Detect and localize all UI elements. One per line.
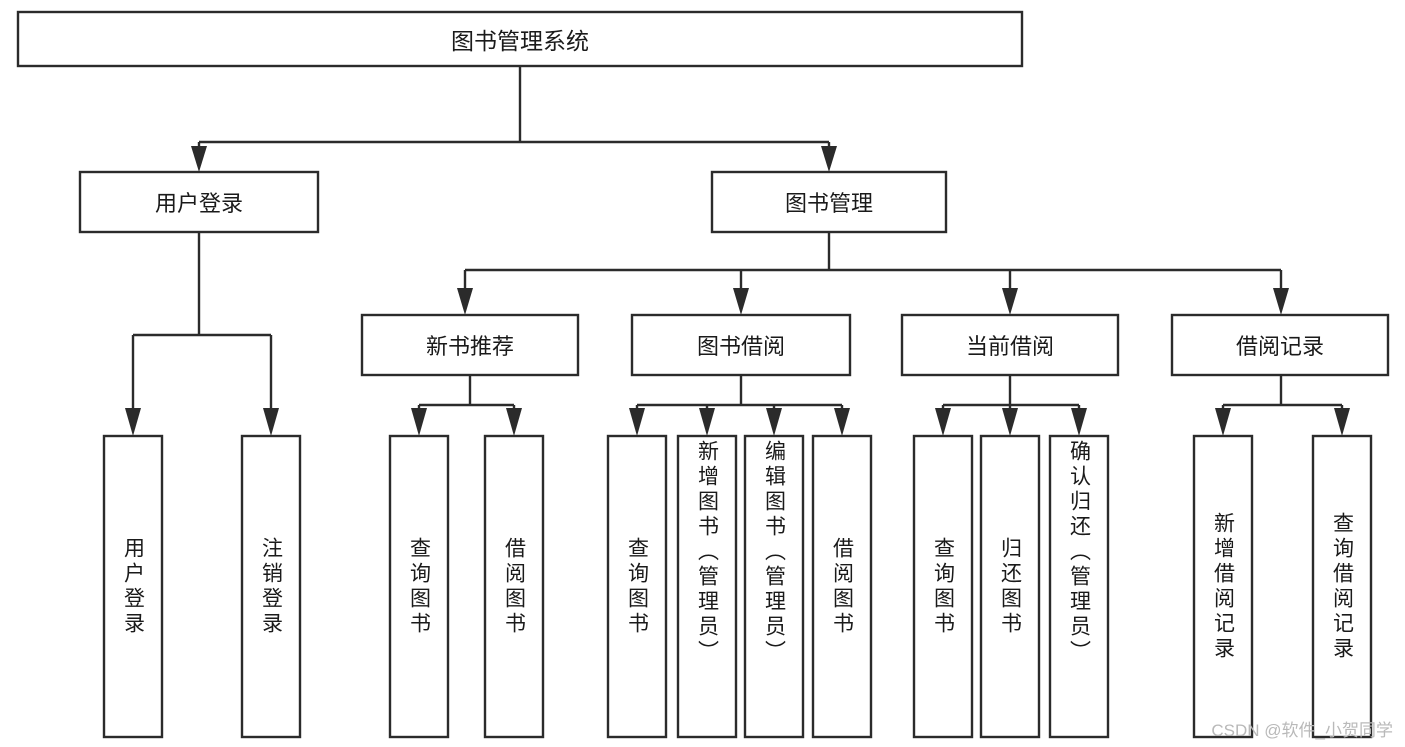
node-box-leaf-nbr-0[interactable] (388, 434, 450, 739)
edges-layer (125, 66, 1350, 436)
node-box-leaf-br-1[interactable] (1311, 434, 1373, 739)
node-box-current-borrow[interactable] (900, 313, 1120, 377)
arrow-head-bb-leaf-2 (699, 408, 715, 436)
arrow-head-nbr-leaf-1 (411, 408, 427, 436)
arrow-head-user-login-leaf (125, 408, 141, 436)
nodes-layer (16, 10, 1390, 739)
arrow-head-bookmanage (821, 146, 837, 172)
node-box-root[interactable] (16, 10, 1024, 68)
node-box-book-borrow[interactable] (630, 313, 852, 377)
arrow-head-nbr-leaf-2 (506, 408, 522, 436)
arrow-head-book-borrow (733, 288, 749, 315)
node-box-leaf-bb-0[interactable] (606, 434, 668, 739)
node-box-leaf-user-login-0[interactable] (102, 434, 164, 739)
node-box-leaf-br-0[interactable] (1192, 434, 1254, 739)
arrow-head-cb-leaf-1 (935, 408, 951, 436)
node-box-user-login[interactable] (78, 170, 320, 234)
arrow-head-logout-leaf (263, 408, 279, 436)
arrow-head-cb-leaf-2 (1002, 408, 1018, 436)
arrow-head-new-book-recommend (457, 288, 473, 315)
node-box-book-manage[interactable] (710, 170, 948, 234)
node-box-new-book-recommend[interactable] (360, 313, 580, 377)
node-box-borrow-record[interactable] (1170, 313, 1390, 377)
arrow-head-borrow-record (1273, 288, 1289, 315)
arrow-head-br-leaf-2 (1334, 408, 1350, 436)
arrow-head-cb-leaf-3 (1071, 408, 1087, 436)
node-box-leaf-nbr-1[interactable] (483, 434, 545, 739)
arrow-head-bb-leaf-3 (766, 408, 782, 436)
node-box-leaf-user-login-1[interactable] (240, 434, 302, 739)
node-box-leaf-bb-2[interactable] (743, 434, 805, 739)
node-box-leaf-cb-1[interactable] (979, 434, 1041, 739)
node-box-leaf-bb-1[interactable] (676, 434, 738, 739)
node-box-leaf-bb-3[interactable] (811, 434, 873, 739)
node-box-leaf-cb-0[interactable] (912, 434, 974, 739)
arrow-head-bb-leaf-1 (629, 408, 645, 436)
arrow-head-current-borrow (1002, 288, 1018, 315)
arrow-head-userlogin (191, 146, 207, 172)
node-box-leaf-cb-2[interactable] (1048, 434, 1110, 739)
arrow-head-br-leaf-1 (1215, 408, 1231, 436)
arrow-head-bb-leaf-4 (834, 408, 850, 436)
